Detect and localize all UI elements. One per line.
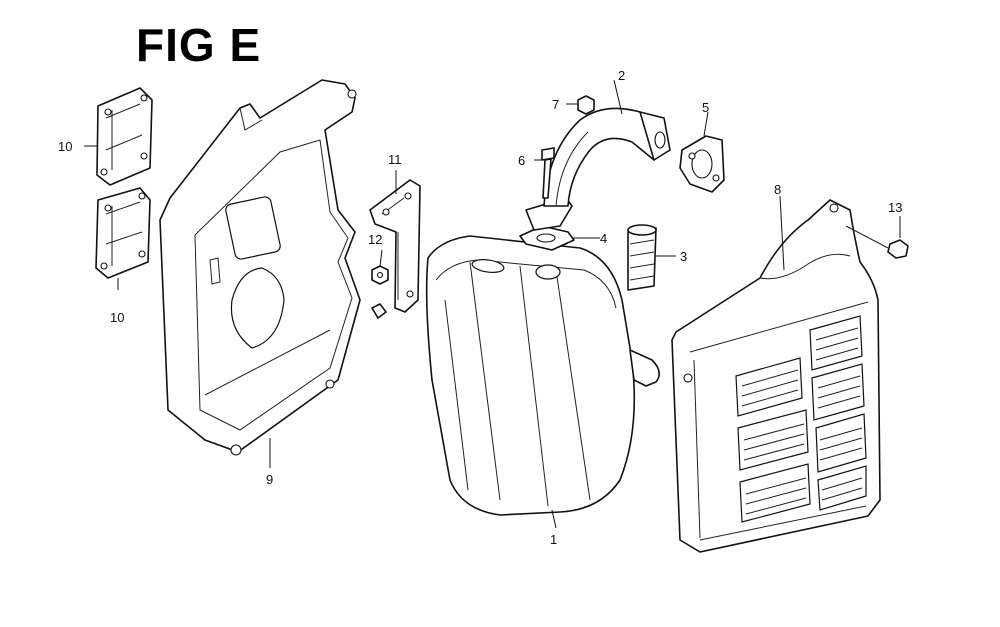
part-8-muffler-cover xyxy=(671,199,881,553)
part-11-bracket xyxy=(369,179,421,319)
callout-part-6: 6 xyxy=(518,153,525,168)
callout-part-8: 8 xyxy=(774,182,781,197)
callout-part-13: 13 xyxy=(888,200,902,215)
part-9-muffler-protector xyxy=(159,79,361,456)
callout-part-11: 11 xyxy=(388,152,402,167)
part-1-muffler-body xyxy=(425,235,660,516)
figure-title: FIG E xyxy=(136,19,262,71)
callout-part-2: 2 xyxy=(618,68,625,83)
cover-vent-grille xyxy=(735,315,867,523)
callout-part-7: 7 xyxy=(552,97,559,112)
part-4-gasket xyxy=(519,225,575,251)
callout-part-1: 1 xyxy=(550,532,557,547)
part-10-upper-plate xyxy=(96,87,153,186)
callout-part-12: 12 xyxy=(368,232,382,247)
callout-part-9: 9 xyxy=(266,472,273,487)
callout-labels: 10 10 9 11 12 1 4 2 3 5 6 7 8 13 xyxy=(58,68,902,547)
callout-part-10-upper: 10 xyxy=(58,139,72,154)
part-12-nut xyxy=(371,265,389,285)
callout-part-3: 3 xyxy=(680,249,687,264)
part-13-bolt xyxy=(845,225,909,259)
part-3-spark-arrester xyxy=(627,224,657,291)
part-10-lower-plate xyxy=(95,187,151,279)
callout-part-4: 4 xyxy=(600,231,607,246)
part-7-nut xyxy=(577,95,595,115)
callout-part-10-lower: 10 xyxy=(110,310,124,325)
leader-lines xyxy=(84,79,901,529)
callout-part-5: 5 xyxy=(702,100,709,115)
part-2-exhaust-pipe xyxy=(525,107,671,231)
part-5-gasket xyxy=(679,135,725,193)
part-6-bolt xyxy=(541,147,555,199)
